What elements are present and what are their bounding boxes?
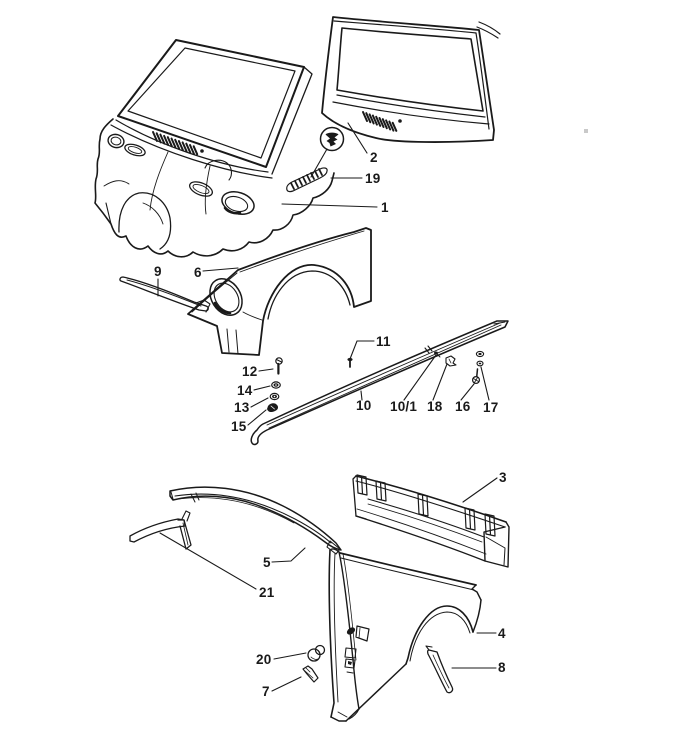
callout-10-1: 10/1 [390, 354, 437, 414]
callout-label: 4 [498, 626, 506, 641]
leader-line [247, 409, 267, 426]
callout-label: 10/1 [390, 399, 417, 414]
callout-label: 14 [237, 383, 253, 398]
callout-label: 16 [455, 399, 471, 414]
leader-line [159, 532, 257, 590]
roof-rail-5-drawing [169, 486, 342, 555]
callout-10: 10 [356, 390, 371, 413]
panel-bracket-tabs [356, 474, 496, 537]
callout-label: 7 [262, 684, 270, 699]
callout-7: 7 [262, 676, 302, 699]
callout-8: 8 [451, 660, 506, 675]
callout-21: 21 [159, 532, 275, 600]
leader-line [202, 267, 239, 272]
leader-line [480, 366, 490, 401]
callout-2: 2 [347, 122, 378, 165]
stone-guard-8-drawing [425, 645, 454, 694]
leader-line [462, 477, 498, 503]
callout-label: 5 [263, 555, 271, 570]
leader-line [460, 383, 475, 401]
callout-label: 11 [376, 334, 391, 349]
callout-label: 6 [194, 265, 202, 280]
clip-15-drawing [267, 403, 279, 413]
callout-label: 1 [381, 200, 389, 215]
callout-4: 4 [476, 626, 506, 641]
screw-12-drawing [275, 357, 283, 375]
leader-line [347, 122, 368, 154]
callout-label: 19 [365, 171, 380, 186]
leader-line [432, 363, 448, 401]
leader-line [258, 368, 274, 372]
callout-label: 13 [234, 400, 250, 415]
callout-17: 17 [480, 366, 498, 415]
sill-trim-9-drawing [119, 276, 211, 313]
washer-13-drawing [269, 392, 280, 401]
callout-20: 20 [256, 652, 307, 667]
leader-line [250, 397, 269, 408]
leader-line [271, 676, 302, 692]
wiper-hatch-pattern-2 [362, 111, 402, 132]
clip-18-drawing [445, 355, 457, 367]
leader-line [281, 203, 378, 208]
callout-label: 20 [256, 652, 271, 667]
front-body-assembly-drawing [94, 39, 335, 258]
callout-6: 6 [194, 265, 239, 280]
leader-line [360, 390, 363, 401]
front-fender-drawing [187, 227, 372, 356]
callout-16: 16 [455, 383, 475, 414]
scan-speck [584, 129, 588, 133]
callout-label: 15 [231, 419, 247, 434]
sill-strip-10-drawing [250, 320, 509, 446]
callout-12: 12 [242, 364, 274, 379]
clip-icon [325, 132, 339, 147]
callout-label: 17 [483, 400, 498, 415]
callout-label: 8 [498, 660, 506, 675]
washer-14-drawing [271, 381, 281, 389]
callout-3: 3 [462, 470, 507, 503]
leader-line [273, 652, 307, 660]
leader-line [271, 547, 306, 563]
callout-9: 9 [154, 264, 162, 297]
callout-label: 10 [356, 398, 371, 413]
callout-label: 21 [259, 585, 275, 600]
rivet-7-drawing [302, 665, 319, 683]
callout-14: 14 [237, 383, 271, 398]
bracket-21-drawing [129, 510, 192, 550]
callout-label: 9 [154, 264, 162, 279]
callout-1: 1 [281, 200, 389, 215]
leader-line [349, 340, 375, 360]
wiper-hatch-pattern-1 [152, 131, 204, 156]
callout-label: 12 [242, 364, 257, 379]
callout-label: 3 [499, 470, 507, 485]
callout-11: 11 [349, 334, 391, 360]
callout-18: 18 [427, 363, 448, 414]
callout-label: 18 [427, 399, 443, 414]
quarter-panel-4-drawing [328, 548, 482, 722]
plug-20-drawing [307, 644, 326, 662]
callout-15: 15 [231, 409, 267, 434]
windshield-frame-drawing [321, 16, 501, 143]
callout-label: 2 [370, 150, 378, 165]
screw-16-drawing [472, 368, 481, 385]
callout-19: 19 [330, 171, 380, 186]
washer-nut-17-drawing [475, 350, 485, 367]
callout-13: 13 [234, 397, 269, 415]
callout-5: 5 [263, 547, 306, 570]
leader-line [253, 385, 271, 391]
leader-line [403, 354, 437, 401]
rear-panel-3-drawing [352, 474, 510, 568]
trim-strip-19-drawing [286, 167, 328, 193]
